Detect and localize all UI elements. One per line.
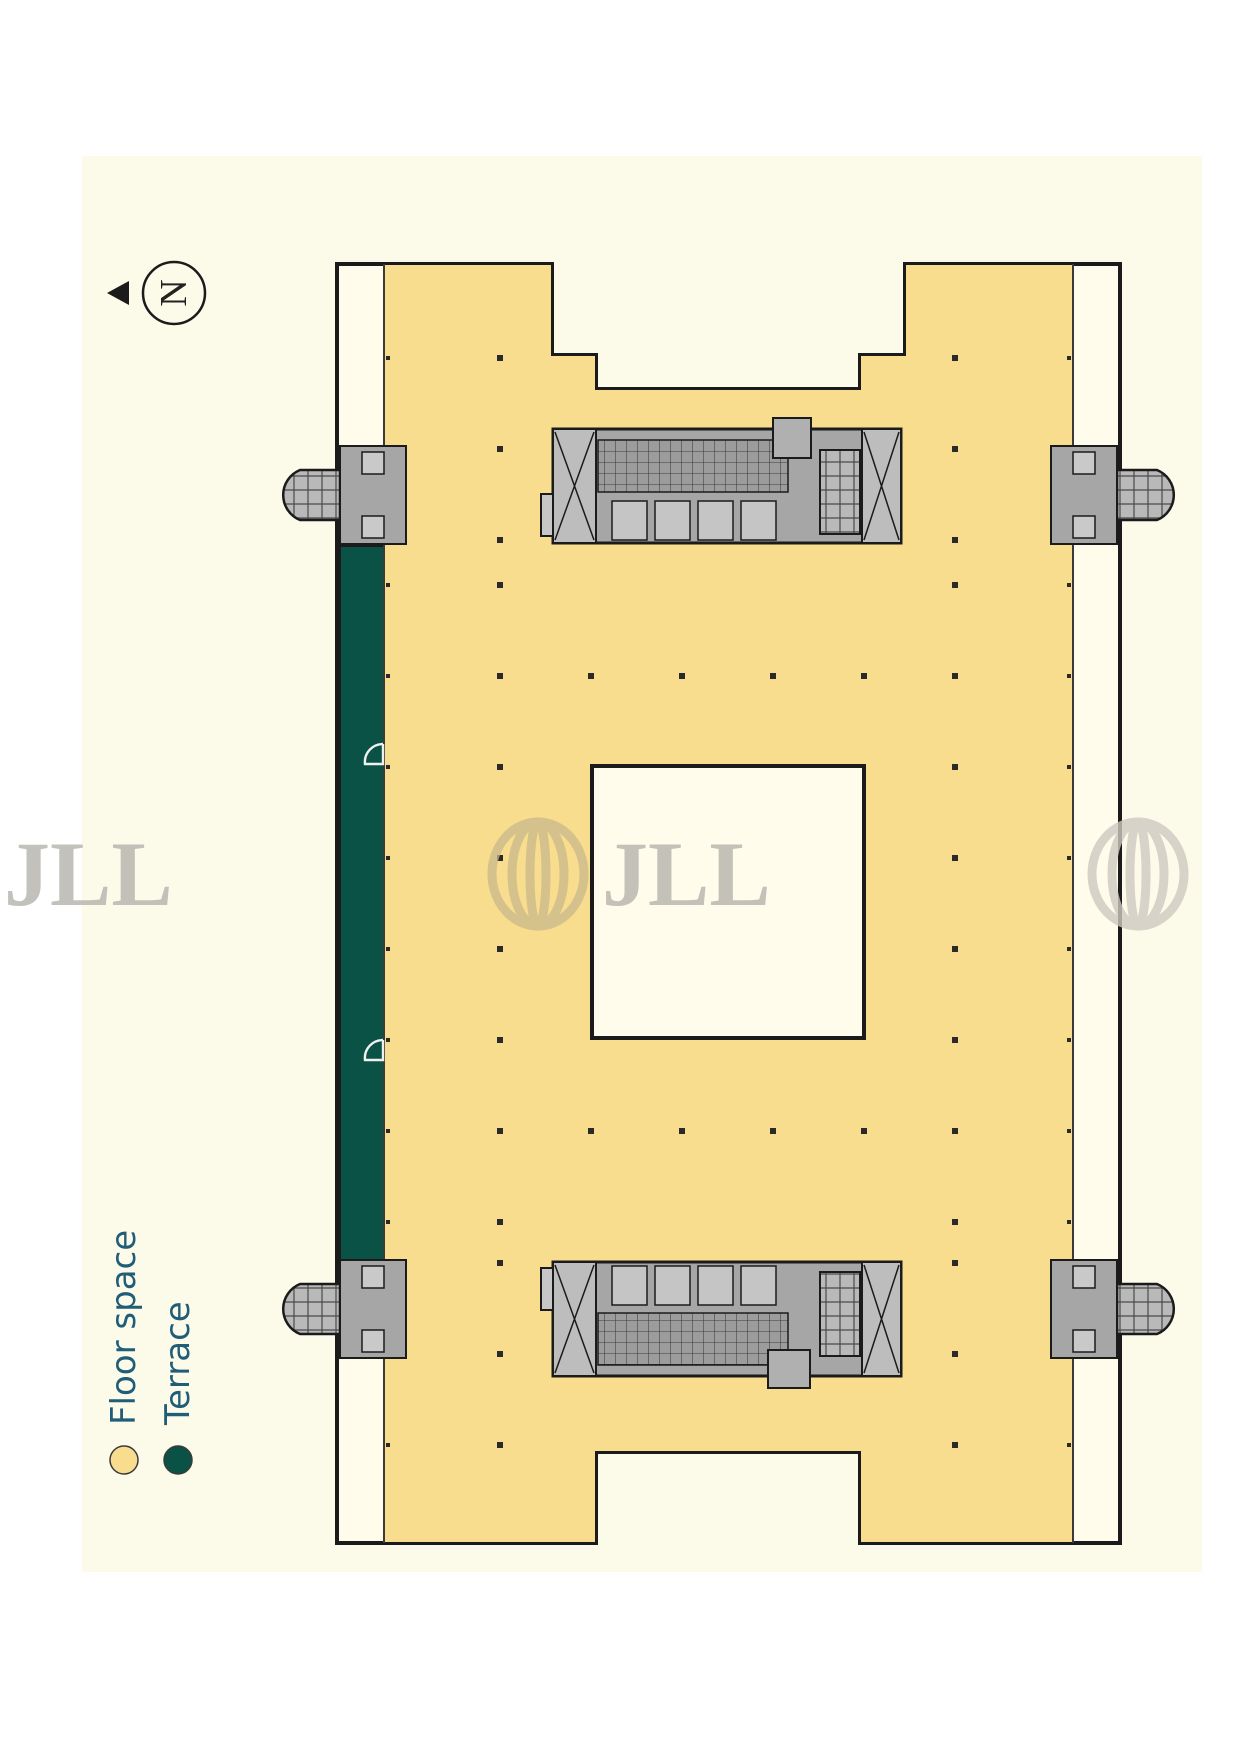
column-marker (1067, 583, 1071, 587)
column-marker (1067, 856, 1071, 860)
column-marker (386, 1443, 390, 1447)
north-arrow: N (107, 260, 207, 326)
column-marker (679, 673, 685, 679)
column-marker (952, 1037, 958, 1043)
legend-item-floor-space: Floor space (104, 1230, 144, 1475)
legend: Floor space Terrace (104, 1230, 198, 1475)
legend-swatch-floor-space (109, 1445, 139, 1475)
column-marker (952, 446, 958, 452)
column-marker (952, 764, 958, 770)
column-marker (497, 355, 503, 361)
column-marker (861, 1128, 867, 1134)
column-marker (386, 1129, 390, 1133)
column-marker (497, 1128, 503, 1134)
column-marker (861, 673, 867, 679)
column-marker (952, 582, 958, 588)
stair-tower-sw (282, 1259, 407, 1359)
column-marker (952, 1128, 958, 1134)
column-marker (1067, 765, 1071, 769)
column-marker (770, 1128, 776, 1134)
column-marker (952, 537, 958, 543)
column-marker (497, 1260, 503, 1266)
column-marker (1067, 1443, 1071, 1447)
column-marker (497, 855, 503, 861)
column-marker (1067, 1129, 1071, 1133)
column-marker (386, 674, 390, 678)
column-marker (497, 1037, 503, 1043)
column-marker (386, 765, 390, 769)
legend-item-terrace: Terrace (158, 1301, 198, 1475)
column-grid (386, 355, 1071, 1448)
north-arrow-circle-icon (141, 260, 207, 326)
column-marker (952, 1351, 958, 1357)
stair-tower-nw (282, 445, 407, 545)
watermark: JLL JLL (4, 817, 1189, 931)
column-marker (497, 673, 503, 679)
column-marker (386, 356, 390, 360)
central-void (590, 764, 866, 1040)
column-marker (497, 946, 503, 952)
column-marker (386, 583, 390, 587)
column-marker (1067, 356, 1071, 360)
stair-tower-ne (1050, 445, 1175, 545)
column-marker (770, 673, 776, 679)
column-marker (679, 1128, 685, 1134)
column-marker (952, 1442, 958, 1448)
jll-logo-icon (487, 817, 589, 931)
column-marker (952, 1260, 958, 1266)
column-marker (386, 856, 390, 860)
north-label: N (153, 279, 195, 306)
legend-swatch-terrace (163, 1445, 193, 1475)
column-marker (497, 1351, 503, 1357)
south-core (540, 1260, 903, 1389)
column-marker (952, 1219, 958, 1225)
column-marker (497, 764, 503, 770)
column-marker (1067, 1038, 1071, 1042)
legend-label-floor-space: Floor space (104, 1230, 144, 1425)
column-marker (497, 582, 503, 588)
watermark-text-left: JLL (4, 823, 173, 925)
column-marker (386, 947, 390, 951)
column-marker (1067, 947, 1071, 951)
column-marker (952, 355, 958, 361)
column-marker (497, 1219, 503, 1225)
column-marker (952, 855, 958, 861)
watermark-text-center: JLL (602, 823, 771, 925)
terrace-area (339, 545, 385, 1261)
column-marker (1067, 1220, 1071, 1224)
column-marker (386, 1220, 390, 1224)
column-marker (588, 673, 594, 679)
column-marker (588, 1128, 594, 1134)
legend-label-terrace: Terrace (158, 1301, 198, 1426)
stair-tower-se (1050, 1259, 1175, 1359)
column-marker (952, 673, 958, 679)
column-marker (497, 1442, 503, 1448)
column-marker (952, 946, 958, 952)
column-marker (497, 537, 503, 543)
jll-logo-icon (1087, 817, 1189, 931)
column-marker (497, 446, 503, 452)
column-marker (1067, 674, 1071, 678)
north-core (540, 417, 903, 545)
column-marker (386, 1038, 390, 1042)
north-arrow-pointer-icon (107, 281, 129, 305)
terrace-door-icon (363, 742, 385, 1062)
